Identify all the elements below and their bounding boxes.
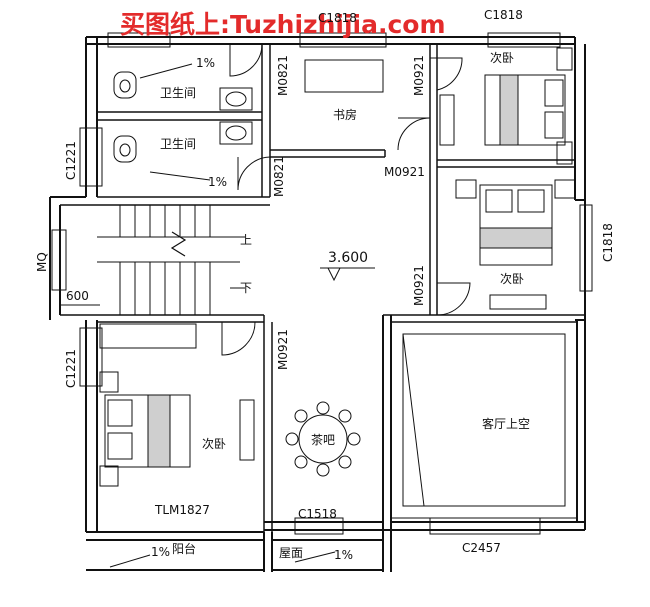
door-bed-top-bottom: M0921: [384, 165, 425, 179]
slope-arrows: [109, 63, 336, 568]
door-bath-mid: M0821: [272, 156, 286, 197]
room-bed-top-right: 次卧: [490, 51, 514, 65]
win-bottom-tea: C1518: [298, 507, 337, 521]
door-bed-top: M0921: [412, 55, 426, 96]
win-top-mid: C1818: [318, 11, 357, 25]
room-bath-mid: 卫生间: [160, 137, 196, 151]
stair-up: 上: [240, 233, 252, 247]
doors: [221, 43, 471, 356]
bed-top-right: [439, 47, 573, 165]
win-right-bed: C1818: [601, 223, 615, 262]
slope-balcony: 1%: [151, 545, 170, 559]
windows: [51, 32, 593, 535]
door-bath-top: M0821: [276, 55, 290, 96]
elevation-label: 3.600: [328, 250, 368, 266]
win-left-bath: C1221: [64, 141, 78, 180]
living-void: [390, 321, 578, 519]
door-bed-mid: M0921: [412, 265, 426, 306]
win-left-bed: C1221: [64, 349, 78, 388]
room-balcony: 阳台: [172, 541, 196, 556]
room-tea-bar: 茶吧: [311, 432, 335, 447]
win-stair: MQ: [35, 252, 49, 272]
tea-bar-table: [285, 401, 361, 477]
bed-mid-right: [455, 179, 576, 310]
room-bath-top: 卫生间: [160, 86, 196, 100]
win-bottom-living: C2457: [462, 541, 501, 555]
slope-bath-mid: 1%: [208, 175, 227, 189]
win-sliding-door: TLM1827: [154, 503, 210, 517]
elevation-marker: [320, 267, 375, 282]
interior-walls: [60, 44, 585, 532]
bath-fixtures: [113, 71, 253, 163]
room-bed-mid-right: 次卧: [500, 272, 524, 286]
watermark-text: 买图纸上:Tuzhizhijia.com: [120, 10, 446, 39]
slope-roof: 1%: [334, 548, 353, 562]
room-living-void: 客厅上空: [482, 416, 530, 431]
room-bed-left: 次卧: [202, 437, 226, 451]
stairs: [97, 205, 245, 315]
room-study: 书房: [333, 107, 357, 122]
room-roof: 屋面: [279, 546, 303, 560]
door-bed-left: M0921: [276, 329, 290, 370]
win-top-right: C1818: [484, 8, 523, 22]
dimension-label: 600: [66, 289, 89, 303]
stair-down: 下: [240, 281, 252, 295]
bed-left: [99, 323, 255, 487]
slope-bath-top: 1%: [196, 56, 215, 70]
study-desk: [304, 59, 384, 93]
